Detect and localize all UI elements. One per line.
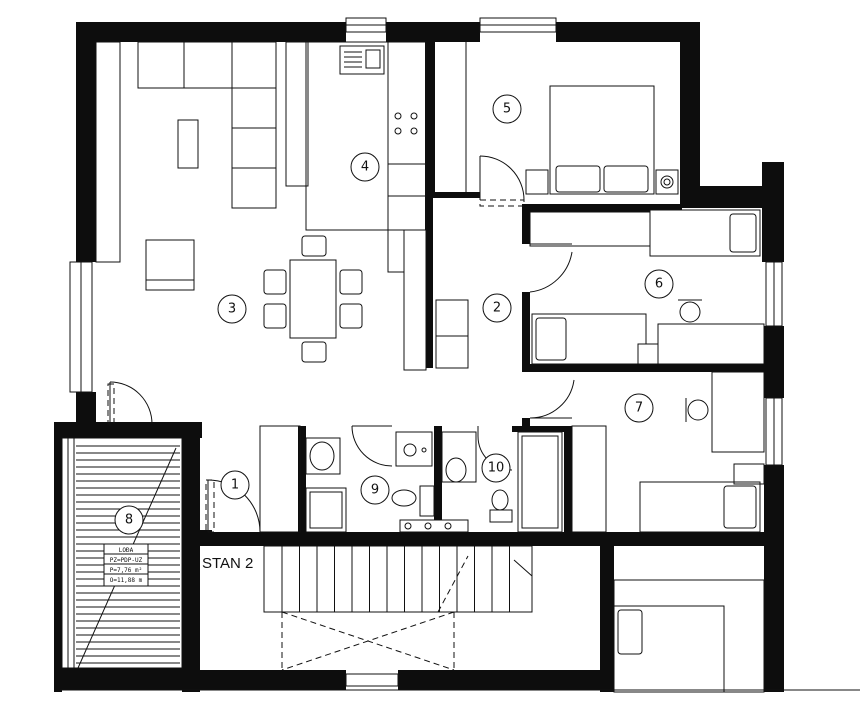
room-number-6: 6: [655, 277, 663, 292]
outer-walls: [54, 22, 784, 692]
room-number-2: 2: [493, 301, 501, 316]
bedroom-5-furniture: [525, 85, 679, 195]
room-labels: 1 2 3 4 5 6 7 8: [114, 94, 674, 535]
loggia-tag: LOĐA PZ=PDP-UZ P=7,76 m² O=11,88 m: [103, 543, 149, 587]
room-number-4: 4: [361, 160, 369, 175]
room-label-1: 1: [220, 470, 250, 500]
room-label-6: 6: [644, 269, 674, 299]
room-number-5: 5: [503, 102, 511, 117]
room-label-4: 4: [350, 152, 380, 182]
room-6-furniture: [529, 209, 765, 365]
loggia-area: P=7,76 m²: [110, 567, 143, 574]
room-label-3: 3: [217, 294, 247, 324]
room-label-7: 7: [624, 393, 654, 423]
room-number-10: 10: [488, 461, 505, 476]
room-label-5: 5: [492, 94, 522, 124]
room-number-7: 7: [635, 401, 643, 416]
room-label-2: 2: [482, 293, 512, 323]
dining-set: [263, 235, 363, 363]
loggia-name: LOĐA: [119, 547, 134, 554]
loggia-floor: PZ=PDP-UZ: [110, 557, 143, 564]
room-label-10: 10: [481, 453, 511, 483]
bathroom-9-fixtures: [259, 425, 469, 533]
room-7-furniture: [571, 371, 765, 533]
room-label-9: 9: [360, 475, 390, 505]
loggia-perimeter: O=11,88 m: [110, 577, 143, 584]
lower-right-furniture: [613, 579, 765, 693]
bathroom-10-fixtures: [441, 431, 563, 533]
room-label-8: 8: [114, 505, 144, 535]
room-number-3: 3: [228, 302, 236, 317]
living-kitchen-furniture: [95, 41, 469, 371]
windows: [69, 17, 783, 687]
room-number-9: 9: [371, 483, 379, 498]
staircase: [263, 545, 533, 671]
room-number-8: 8: [125, 513, 133, 528]
apartment-label: STAN 2: [202, 555, 253, 572]
room-number-1: 1: [231, 478, 239, 493]
